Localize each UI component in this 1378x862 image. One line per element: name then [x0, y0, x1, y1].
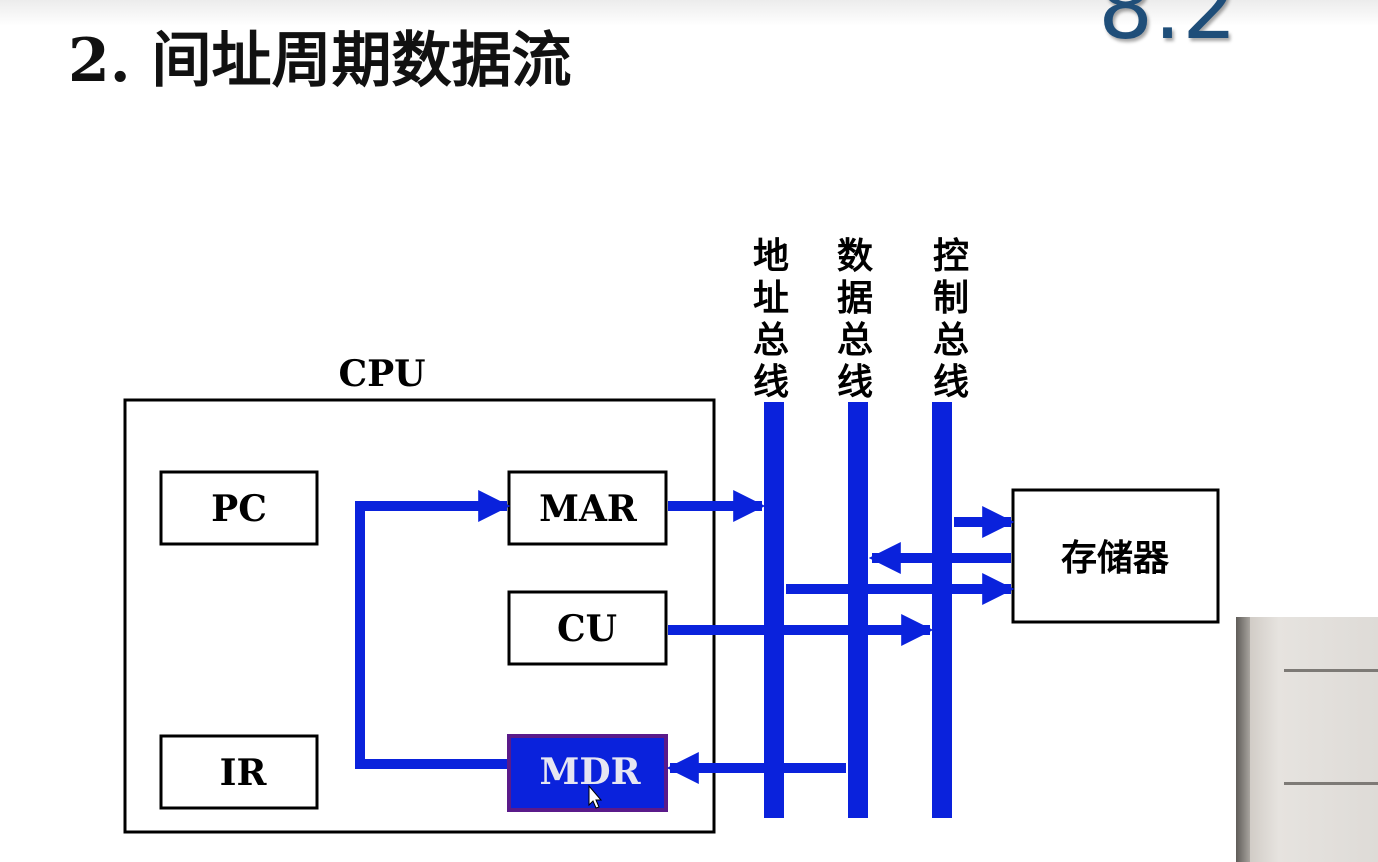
- data-bus-label: 数 据 总 线: [837, 235, 873, 403]
- control-bus: [932, 402, 952, 818]
- ir-label: IR: [220, 752, 268, 794]
- pc-label: PC: [211, 488, 267, 530]
- svg-text:数: 数: [837, 235, 873, 277]
- svg-text:制: 制: [933, 277, 969, 319]
- mar-register: [507, 470, 668, 546]
- data-bus: [848, 402, 868, 818]
- cu-register: [507, 590, 668, 666]
- svg-text:总: 总: [837, 319, 873, 361]
- mdr-label: MDR: [540, 751, 642, 793]
- slide-title: 2. 间址周期数据流: [68, 26, 572, 96]
- memory-box: [1011, 488, 1220, 624]
- svg-text:控: 控: [933, 235, 969, 277]
- address-bus-label: 地 址 总 线: [753, 235, 789, 403]
- svg-text:线: 线: [753, 361, 789, 403]
- webcam-overlay: [1236, 617, 1378, 862]
- svg-text:总: 总: [753, 319, 789, 361]
- webcam-panel-seam: [1284, 782, 1378, 785]
- svg-text:总: 总: [933, 319, 969, 361]
- webcam-panel-seam: [1284, 669, 1378, 672]
- address-bus: [764, 402, 784, 818]
- pc-register: [159, 470, 319, 546]
- mouse-cursor-icon: [588, 784, 603, 809]
- svg-text:据: 据: [837, 277, 873, 319]
- svg-text:线: 线: [933, 361, 969, 403]
- svg-text:线: 线: [837, 361, 873, 403]
- control-bus-label: 控 制 总 线: [933, 235, 969, 403]
- section-number: 8.2: [1098, 0, 1238, 59]
- webcam-door-edge: [1236, 617, 1250, 862]
- svg-text:地: 地: [753, 235, 789, 277]
- cpu-frame: [123, 398, 716, 834]
- svg-text:址: 址: [753, 277, 789, 319]
- ir-register: [159, 734, 319, 810]
- memory-label: 存储器: [1061, 537, 1170, 579]
- cpu-label: CPU: [338, 353, 425, 395]
- top-shadow: [0, 0, 1378, 26]
- cu-label: CU: [557, 608, 617, 650]
- mdr-register: [507, 734, 668, 812]
- mdr-to-mar-path: [355, 489, 511, 769]
- mar-label: MAR: [539, 488, 638, 530]
